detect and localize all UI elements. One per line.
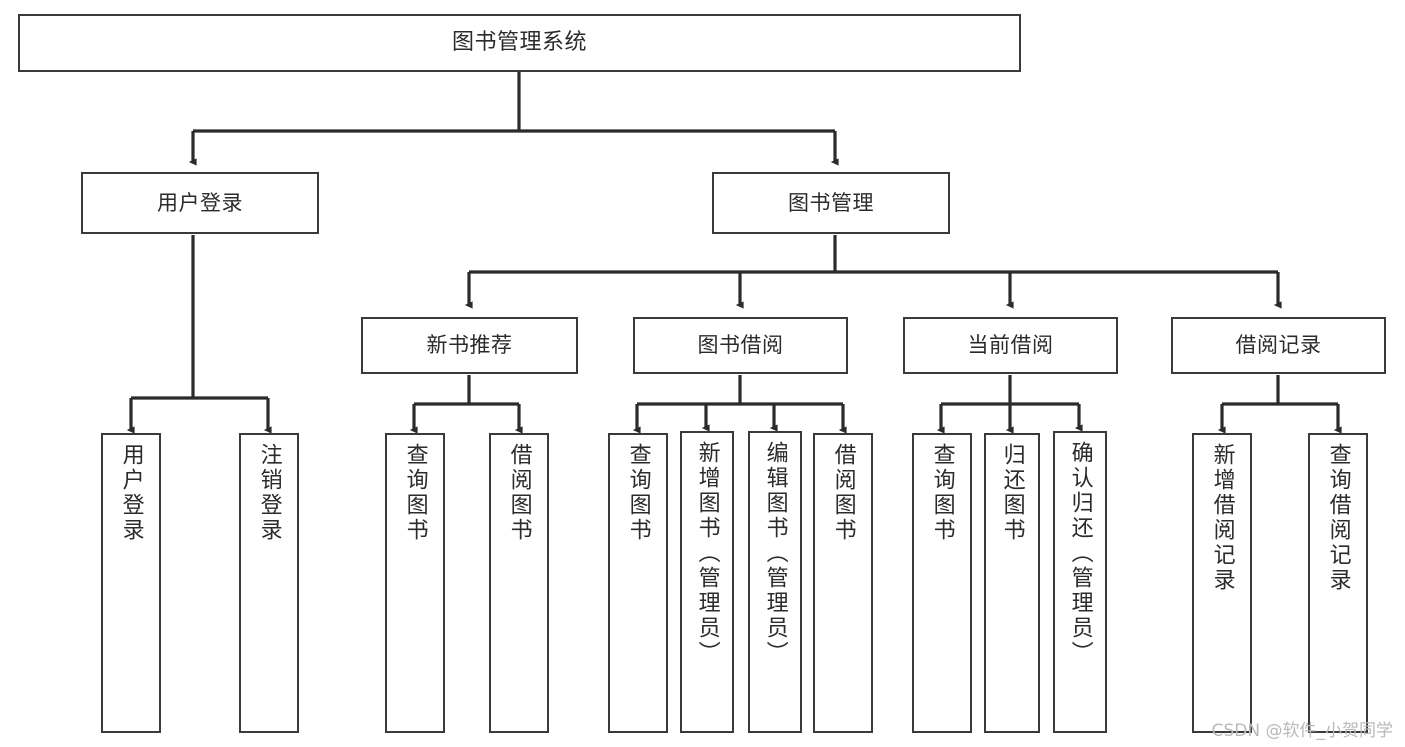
node-label: 新增借阅记录 [1209,443,1235,593]
node-borrowing-records[interactable]: 借阅记录 [1171,317,1386,374]
node-label: 查询借阅记录 [1325,443,1351,593]
node-book-management[interactable]: 图书管理 [712,172,950,234]
node-label: 图书管理 [788,190,874,215]
node-label: 归还图书 [999,443,1025,543]
node-leaf-add-borrow-record[interactable]: 新增借阅记录 [1192,433,1252,733]
node-label: 用户登录 [157,190,243,215]
node-label: 借阅记录 [1235,333,1322,358]
node-leaf-user-login[interactable]: 用户登录 [101,433,161,733]
node-current-borrowing[interactable]: 当前借阅 [903,317,1118,374]
node-new-book-recommendation[interactable]: 新书推荐 [361,317,578,374]
node-label: 当前借阅 [967,333,1054,358]
node-label: 查询图书 [929,443,955,543]
node-label: 新书推荐 [426,333,513,358]
node-label: 查询图书 [625,443,651,543]
node-leaf-return-book[interactable]: 归还图书 [984,433,1040,733]
node-leaf-logout[interactable]: 注销登录 [239,433,299,733]
node-label: 注销登录 [256,443,282,543]
node-label: 借阅图书 [830,443,856,543]
node-label: 查询图书 [402,443,428,543]
node-label: 确认归还（管理员） [1067,441,1093,666]
node-label: 编辑图书（管理员） [762,441,788,666]
node-leaf-edit-book-admin[interactable]: 编辑图书（管理员） [748,431,802,733]
node-leaf-query-borrow-record[interactable]: 查询借阅记录 [1308,433,1368,733]
node-book-borrowing[interactable]: 图书借阅 [633,317,848,374]
csdn-watermark: CSDN @软件_小贺同学 [1211,721,1393,741]
node-label: 图书借阅 [697,333,784,358]
node-root-book-management-system[interactable]: 图书管理系统 [18,14,1021,72]
node-user-login[interactable]: 用户登录 [81,172,319,234]
node-label: 借阅图书 [506,443,532,543]
node-leaf-borrow-book-recommend[interactable]: 借阅图书 [489,433,549,733]
node-label: 图书管理系统 [451,30,587,56]
node-label: 用户登录 [118,443,144,543]
node-leaf-confirm-return-admin[interactable]: 确认归还（管理员） [1053,431,1107,733]
node-leaf-add-book-admin[interactable]: 新增图书（管理员） [680,431,734,733]
node-leaf-query-book-recommend[interactable]: 查询图书 [385,433,445,733]
node-leaf-query-book-borrow[interactable]: 查询图书 [608,433,668,733]
node-leaf-query-book-current[interactable]: 查询图书 [912,433,972,733]
node-leaf-borrow-book[interactable]: 借阅图书 [813,433,873,733]
node-label: 新增图书（管理员） [694,441,720,666]
